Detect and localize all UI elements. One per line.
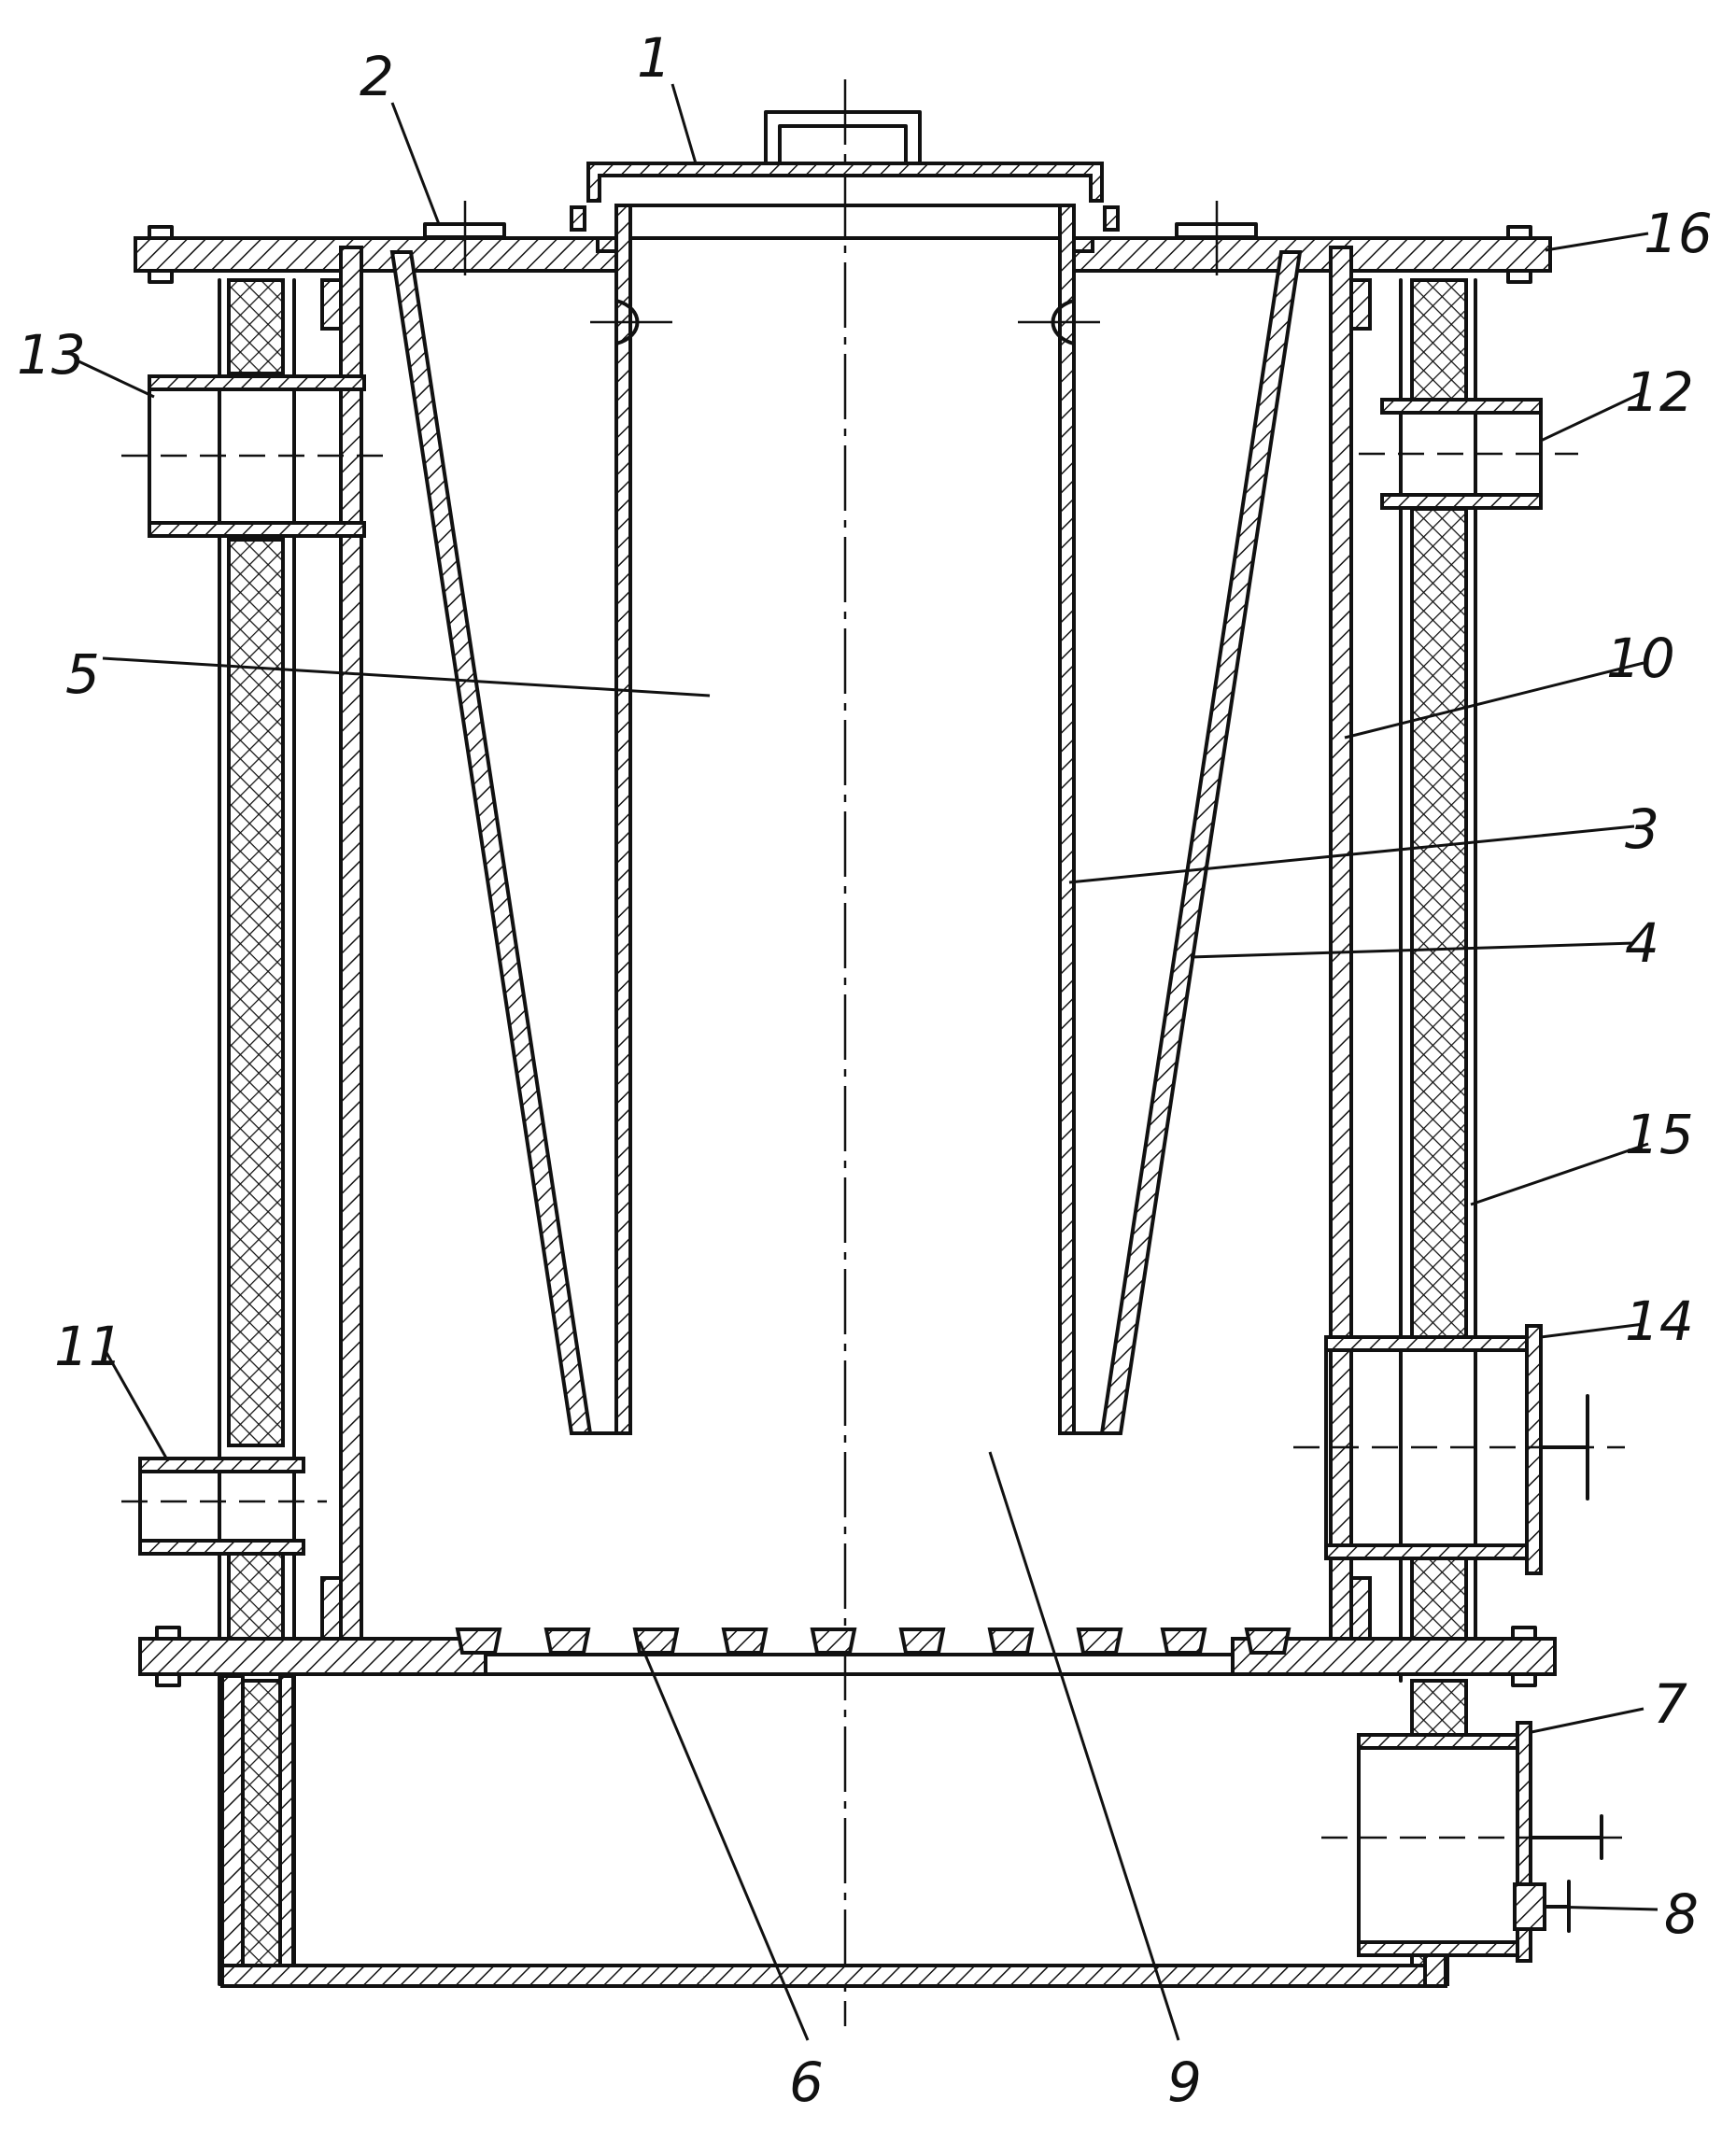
grate [458, 1629, 1289, 1653]
callout-3: 3 [1625, 797, 1659, 861]
insulation-layer [219, 280, 1475, 1984]
callout-2: 2 [360, 45, 394, 108]
callout-11: 11 [54, 1315, 123, 1378]
callout-10: 10 [1606, 627, 1675, 690]
callout-4: 4 [1625, 911, 1659, 975]
callout-8: 8 [1664, 1882, 1699, 1946]
nozzle-12 [1359, 400, 1578, 508]
lower-vessel [222, 1676, 1446, 1986]
nozzle-7-with-valve [1321, 1723, 1625, 1961]
callout-5: 5 [65, 642, 100, 706]
callout-15: 15 [1625, 1103, 1694, 1166]
callout-13: 13 [17, 323, 86, 387]
callout-6: 6 [789, 2050, 824, 2114]
callout-16: 16 [1644, 202, 1713, 265]
callout-1: 1 [637, 26, 671, 90]
callout-9: 9 [1167, 2050, 1202, 2114]
callout-7: 7 [1653, 1672, 1687, 1736]
callout-14: 14 [1625, 1289, 1694, 1353]
callout-12: 12 [1625, 360, 1694, 424]
